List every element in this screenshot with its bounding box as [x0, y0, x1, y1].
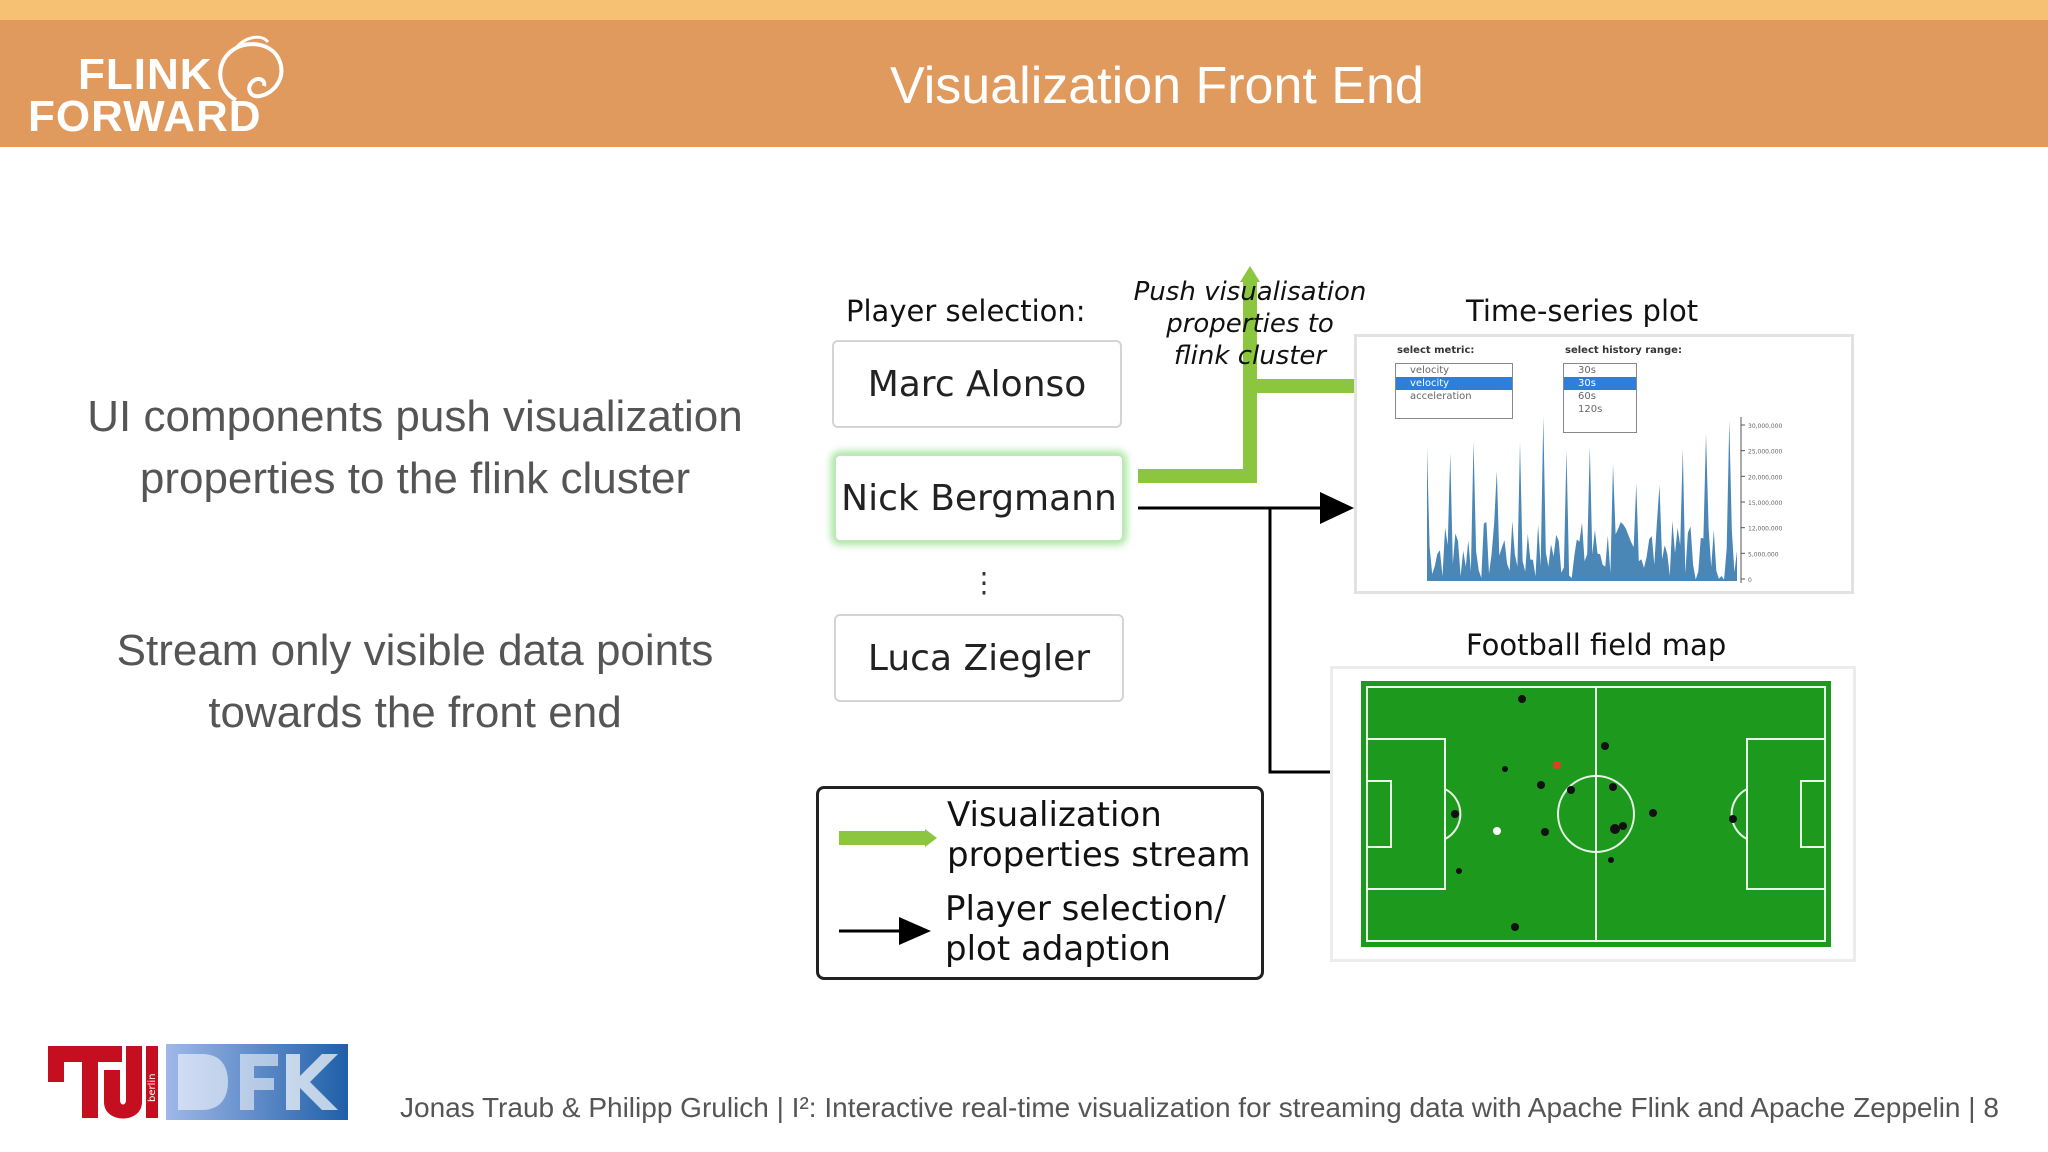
- legend-box: Visualization properties stream Player s…: [816, 786, 1264, 980]
- legend-black-arrow-icon: [839, 917, 931, 945]
- tu-berlin-text: berlin: [147, 1073, 158, 1102]
- green-stream-arrow: [1138, 379, 1354, 483]
- push-line-1: Push visualisation: [1133, 277, 1367, 307]
- logo-text-flink: FLINK: [78, 50, 213, 99]
- player-markers: [1451, 695, 1737, 931]
- y-tick-label: 25,000,000: [1748, 449, 1783, 456]
- top-accent-bar: [0, 0, 2048, 20]
- select-metric-label: select metric:: [1397, 345, 1475, 356]
- history-option-60s[interactable]: 60s: [1578, 391, 1596, 402]
- y-tick-label: 30,000,000: [1748, 423, 1783, 430]
- history-select[interactable]: 30s 30s 60s 120s: [1563, 363, 1637, 433]
- flink-forward-logo: FLINK FORWARD: [28, 30, 288, 141]
- football-field-panel: [1330, 666, 1856, 962]
- timeseries-area: [1427, 416, 1737, 581]
- black-arrow-head-plot: [1320, 492, 1354, 524]
- metric-select-current: velocity: [1410, 365, 1450, 376]
- legend-green-line1: Visualization: [947, 795, 1162, 835]
- push-line-3: flink cluster: [1173, 341, 1327, 371]
- metric-option-velocity[interactable]: velocity: [1396, 377, 1512, 390]
- dfki-logo: [166, 1044, 348, 1120]
- bullet-ui-components: UI components push visualization propert…: [87, 392, 743, 503]
- timeseries-plot-panel: select metric: velocity velocity acceler…: [1354, 334, 1854, 594]
- timeseries-chart: 30,000,000 25,000,000 20,000,000 15,000,000…: [1427, 416, 1783, 584]
- player-card-nick-bergmann[interactable]: Nick Bergmann: [834, 454, 1124, 542]
- slide-header: [0, 20, 2048, 147]
- metric-select[interactable]: velocity velocity acceleration: [1395, 363, 1513, 419]
- legend-green-line2: properties stream: [947, 835, 1251, 875]
- push-properties-label: Push visualisation properties to flink c…: [1120, 276, 1380, 372]
- push-line-2: properties to: [1166, 309, 1334, 339]
- metric-option-acceleration[interactable]: acceleration: [1410, 391, 1472, 402]
- y-tick-label: 5,000,000: [1748, 551, 1779, 558]
- player-card-luca-ziegler[interactable]: Luca Ziegler: [834, 614, 1124, 702]
- select-history-label: select history range:: [1565, 345, 1682, 356]
- y-tick-label: 15,000,000: [1748, 500, 1783, 507]
- history-option-30s[interactable]: 30s: [1564, 377, 1636, 390]
- legend-black-line1: Player selection/: [945, 889, 1226, 929]
- squirrel-icon: [218, 35, 284, 102]
- green-arrow-head: [1240, 266, 1260, 282]
- selected-player-marker: [1553, 761, 1561, 769]
- ball-marker: [1493, 827, 1501, 835]
- footer-text: Jonas Traub & Philipp Grulich | I²: Inte…: [400, 1092, 1999, 1123]
- football-field-title: Football field map: [1466, 628, 1727, 662]
- history-select-current: 30s: [1578, 365, 1596, 376]
- history-option-120s[interactable]: 120s: [1578, 404, 1603, 415]
- legend-black-line2: plot adaption: [945, 929, 1171, 969]
- logo-text-forward: FORWARD: [28, 92, 262, 141]
- y-tick-label: 20,000,000: [1748, 474, 1783, 481]
- y-tick-label: 0: [1748, 577, 1752, 584]
- player-selection-label: Player selection:: [846, 294, 1086, 328]
- player-card-marc-alonso[interactable]: Marc Alonso: [832, 340, 1122, 428]
- bullet-stream-visible: Stream only visible data points towards …: [116, 626, 714, 737]
- more-players-ellipsis: ⋮: [970, 566, 998, 599]
- legend-green-arrow-icon: [839, 829, 937, 847]
- tu-berlin-logo: berlin: [48, 1046, 158, 1119]
- y-tick-label: 12,000,000: [1748, 526, 1783, 533]
- page-title: Visualization Front End: [890, 57, 1424, 115]
- timeseries-title: Time-series plot: [1466, 294, 1699, 328]
- football-pitch: [1361, 681, 1831, 947]
